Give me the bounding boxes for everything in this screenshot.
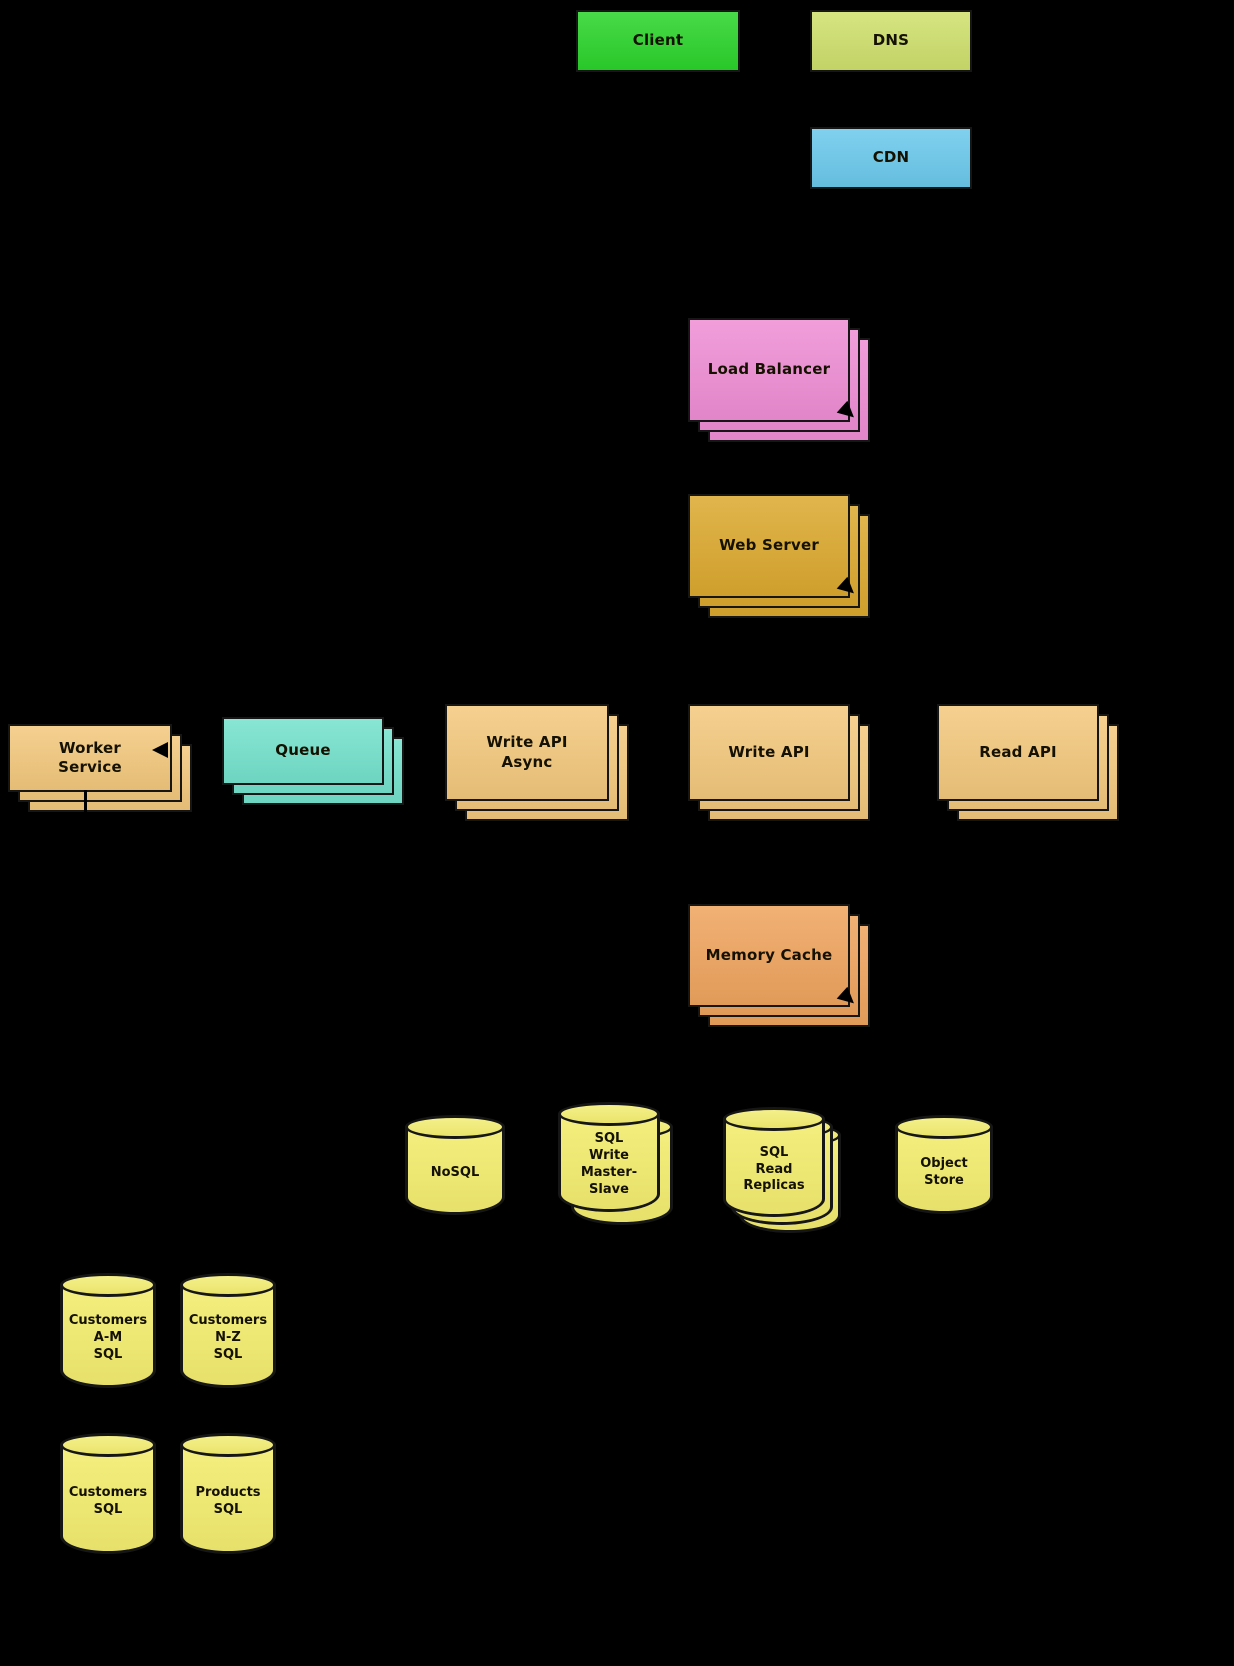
cdn-node: CDN: [810, 127, 972, 189]
cdn-box: CDN: [810, 127, 972, 189]
nosql-db-label: NoSQL: [430, 1164, 480, 1180]
cylinder-body: [180, 1445, 276, 1554]
dns-label: DNS: [872, 31, 910, 50]
customers-nz-sql-label: Customers N-Z SQL: [188, 1313, 268, 1362]
cylinder-body: [405, 1127, 505, 1215]
stack-front-layer: Read API: [937, 704, 1099, 801]
cylinder-body: [895, 1127, 993, 1214]
stack-front-layer: Load Balancer: [688, 318, 850, 422]
stack-front-layer: Web Server: [688, 494, 850, 598]
cylinder-top: [180, 1433, 276, 1457]
write-api-node: Write API: [688, 704, 870, 821]
cylinder-body: [180, 1285, 276, 1388]
products-sql-cylinder: Products SQL: [180, 1433, 276, 1554]
queue-label: Queue: [275, 741, 331, 760]
cylinder-body: [60, 1285, 156, 1388]
dns-node: DNS: [810, 10, 972, 72]
sql-write-master-slave-cylinder: SQL Write Master- Slave SQL Write Master…: [558, 1102, 673, 1225]
sql-read-replicas-cylinder: SQL Read Replicas: [723, 1107, 841, 1233]
cylinder-shape: Object Store: [895, 1115, 993, 1214]
memory-cache-node: Memory Cache: [688, 904, 870, 1027]
cylinder-shape: Customers SQL: [60, 1433, 156, 1554]
cylinder-shape: SQL Read Replicas: [723, 1107, 825, 1217]
cylinder-top: [558, 1102, 660, 1126]
sql-read-replicas-label: SQL Read Replicas: [743, 1144, 805, 1194]
nosql-db-cylinder: NoSQL: [405, 1115, 505, 1215]
customers-am-sql-cylinder: Customers A-M SQL: [60, 1273, 156, 1388]
memory-cache-label: Memory Cache: [705, 945, 833, 964]
cylinder-shape: Customers N-Z SQL: [180, 1273, 276, 1388]
worker-service-label: Worker Service: [58, 738, 122, 777]
client-label: Client: [632, 31, 684, 50]
cylinder-body: [723, 1119, 825, 1217]
worker-service-node: Worker Service: [8, 724, 192, 812]
customers-nz-sql-cylinder: Customers N-Z SQL: [180, 1273, 276, 1388]
cylinder-shape: Customers A-M SQL: [60, 1273, 156, 1388]
write-api-label: Write API: [728, 742, 810, 761]
stack-front-layer: Write API Async: [445, 704, 609, 801]
stack-front-layer: Write API: [688, 704, 850, 801]
object-store-cylinder: Object Store: [895, 1115, 993, 1214]
object-store-label: Object Store: [920, 1155, 968, 1188]
client-box: Client: [576, 10, 740, 72]
cylinder-top: [180, 1273, 276, 1297]
web-server-label: Web Server: [719, 536, 819, 555]
cylinder-body: [60, 1445, 156, 1554]
customers-sql-cylinder: Customers SQL: [60, 1433, 156, 1554]
cylinder-shape: Products SQL: [180, 1433, 276, 1554]
queue-node: Queue: [222, 717, 404, 805]
cylinder-shape: SQL Write Master- Slave: [558, 1102, 660, 1212]
products-sql-label: Products SQL: [195, 1484, 261, 1517]
write-api-async-label: Write API Async: [486, 733, 568, 771]
cylinder-top: [405, 1115, 505, 1139]
dns-box: DNS: [810, 10, 972, 72]
stack-front-layer: Queue: [222, 717, 384, 785]
cylinder-top: [895, 1115, 993, 1139]
write-api-async-node: Write API Async: [445, 704, 629, 821]
cdn-label: CDN: [872, 148, 910, 167]
arrowhead-icon: [152, 742, 168, 758]
sql-write-label: SQL Write Master- Slave: [580, 1131, 638, 1197]
stack-front-layer: Memory Cache: [688, 904, 850, 1007]
cylinder-top: [60, 1433, 156, 1457]
load-balancer-label: Load Balancer: [707, 360, 831, 379]
read-api-node: Read API: [937, 704, 1119, 821]
connector-line: [84, 790, 87, 816]
client-node: Client: [576, 10, 740, 72]
customers-am-sql-label: Customers A-M SQL: [68, 1313, 148, 1362]
cylinder-top: [723, 1107, 825, 1131]
read-api-label: Read API: [979, 742, 1057, 761]
cylinder-body: [558, 1114, 660, 1212]
stack-front-layer: Worker Service: [8, 724, 172, 792]
customers-sql-label: Customers SQL: [68, 1484, 148, 1517]
cylinder-top: [60, 1273, 156, 1297]
load-balancer-node: Load Balancer: [688, 318, 870, 442]
web-server-node: Web Server: [688, 494, 870, 618]
cylinder-shape: NoSQL: [405, 1115, 505, 1215]
